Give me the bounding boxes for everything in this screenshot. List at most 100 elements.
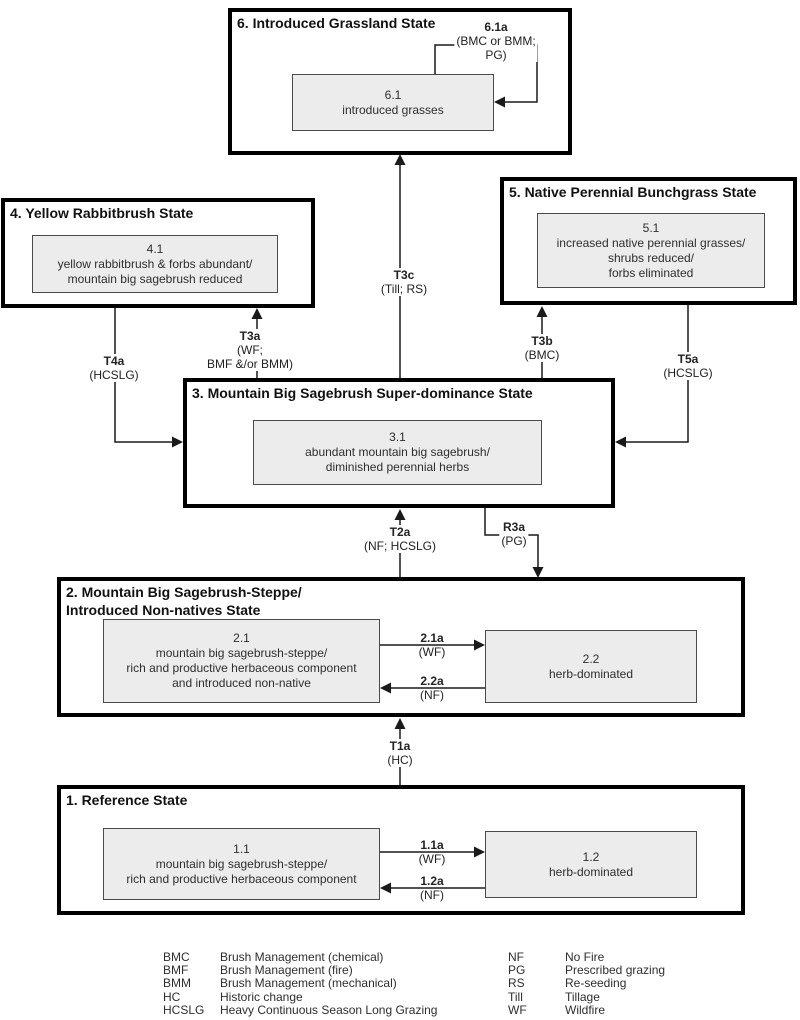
state-title-5: 5. Native Perennial Bunchgrass State: [509, 184, 757, 200]
community-box-2-2: 2.2 herb-dominated: [485, 630, 697, 703]
legend-row: PG Prescribed grazing: [508, 964, 768, 977]
transition-label-1-2a: 1.2a (NF): [420, 874, 444, 902]
community-id-6-1: 6.1: [384, 87, 402, 102]
transition-code: R3a: [502, 520, 525, 534]
legend-def: Brush Management (chemical): [220, 950, 384, 964]
legend-def: Tillage: [565, 989, 600, 1004]
transition-label-1-1a: 1.1a (WF): [419, 838, 446, 866]
transition-code: T4a: [103, 354, 125, 368]
arrow-t5a: [615, 305, 689, 448]
arrow-2-1a: [380, 639, 485, 651]
legend-abbr: BMC: [163, 950, 190, 964]
transition-label-t3a: T3a (WF; BMF &/or BMM): [205, 329, 295, 371]
legend-abbr: PG: [508, 963, 526, 978]
legend-abbr: NF: [508, 950, 524, 964]
transition-label-t1a: T1a (HC): [385, 739, 415, 767]
community-desc-4-1: yellow rabbitbrush & forbs abundant/ mou…: [57, 256, 253, 286]
legend-abbr: WF: [508, 1002, 527, 1017]
legend-row: RS Re-seeding: [508, 977, 768, 990]
transition-cause: (HCSLG): [89, 368, 139, 382]
community-box-6-1: 6.1 introduced grasses: [292, 74, 494, 131]
legend-def: Re-seeding: [565, 976, 627, 991]
transition-label-2-2a: 2.2a (NF): [420, 674, 444, 702]
transition-code: T3a: [239, 329, 261, 343]
legend-def: No Fire: [565, 950, 605, 964]
state-box-4: 4. Yellow Rabbitbrush State 4.1 yellow r…: [1, 198, 315, 308]
legend-abbr: BMF: [163, 963, 189, 978]
legend-row: BMC Brush Management (chemical): [163, 950, 503, 964]
legend-def: Brush Management (fire): [220, 963, 353, 978]
legend-row: WF Wildfire: [508, 1002, 768, 1017]
community-box-3-1: 3.1 abundant mountain big sagebrush/ dim…: [253, 420, 542, 485]
state-box-3: 3. Mountain Big Sagebrush Super-dominanc…: [183, 378, 615, 508]
community-desc-6-1: introduced grasses: [342, 102, 444, 117]
transition-label-6-1a: 6.1a (BMC or BMM; PG): [454, 20, 538, 62]
transition-code: 6.1a: [484, 20, 508, 34]
legend-row: NF No Fire: [508, 950, 768, 964]
transition-cause: (HC): [387, 753, 413, 767]
transition-cause: (PG): [501, 534, 527, 548]
legend-row: HCSLG Heavy Continuous Season Long Grazi…: [163, 1002, 503, 1017]
legend-abbr: HCSLG: [163, 1002, 205, 1017]
legend-abbr: HC: [163, 989, 181, 1004]
legend-def: Brush Management (mechanical): [220, 976, 397, 991]
transition-code: T2a: [389, 525, 411, 539]
transition-label-t5a: T5a (HCSLG): [661, 352, 715, 380]
community-desc-2-1: mountain big sagebrush-steppe/ rich and …: [126, 646, 357, 690]
community-id-2-2: 2.2: [582, 651, 600, 666]
transition-label-t2a: T2a (NF; HCSLG): [362, 525, 438, 553]
transition-label-r3a: R3a (PG): [499, 520, 529, 548]
community-desc-1-2: herb-dominated: [548, 864, 634, 879]
community-box-2-1: 2.1 mountain big sagebrush-steppe/ rich …: [103, 619, 380, 703]
legend-def: Historic change: [220, 989, 303, 1004]
arrow-1-1a: [380, 846, 485, 858]
arrow-2-2a: [380, 682, 485, 694]
community-desc-2-2: herb-dominated: [548, 666, 634, 681]
community-id-2-1: 2.1: [233, 631, 250, 645]
state-title-2: 2. Mountain Big Sagebrush-Steppe/ Introd…: [66, 584, 302, 618]
transition-cause: (Till; RS): [380, 282, 428, 296]
legend-row: BMF Brush Management (fire): [163, 964, 503, 977]
transition-cause: (WF): [418, 645, 446, 659]
legend-def: Prescribed grazing: [565, 963, 666, 978]
legend-abbr: Till: [508, 989, 523, 1004]
transition-cause: (WF; BMF &/or BMM): [207, 343, 293, 371]
arrow-t3c: [394, 154, 406, 378]
legend-abbr: BMM: [163, 976, 191, 991]
transition-code: 1.2a: [420, 874, 444, 888]
community-box-5-1: 5.1 increased native perennial grasses/ …: [537, 213, 765, 288]
transition-code: T5a: [677, 352, 699, 366]
arrow-1-2a: [380, 882, 485, 894]
transition-label-t3c: T3c (Till; RS): [378, 268, 430, 296]
community-id-4-1: 4.1: [146, 241, 164, 256]
legend-def: Wildfire: [565, 1002, 606, 1017]
community-desc-3-1: abundant mountain big sagebrush/ diminis…: [305, 445, 490, 474]
transition-cause: (WF): [418, 852, 446, 866]
transition-code: T3b: [531, 334, 553, 348]
community-id-5-1: 5.1: [642, 220, 660, 235]
community-box-1-2: 1.2 herb-dominated: [485, 831, 697, 898]
transition-cause: (NF): [420, 888, 444, 902]
transition-cause: (NF): [420, 688, 444, 702]
community-id-1-1: 1.1: [233, 841, 250, 856]
transition-cause: (BMC): [524, 348, 560, 362]
transition-label-t3b: T3b (BMC): [522, 334, 562, 362]
legend-row: Till Tillage: [508, 989, 768, 1004]
transition-code: T1a: [389, 739, 411, 753]
transition-cause: (NF; HCSLG): [364, 539, 436, 553]
transition-cause: (BMC or BMM; PG): [456, 34, 536, 62]
community-box-1-1: 1.1 mountain big sagebrush-steppe/ rich …: [103, 828, 380, 900]
legend-right-column: NF No Fire PG Prescribed grazing RS Re-s…: [508, 950, 768, 1017]
legend-row: BMM Brush Management (mechanical): [163, 977, 503, 990]
state-title-3: 3. Mountain Big Sagebrush Super-dominanc…: [192, 385, 533, 401]
legend-row: HC Historic change: [163, 989, 503, 1004]
transition-label-2-1a: 2.1a (WF): [419, 631, 446, 659]
state-title-6: 6. Introduced Grassland State: [237, 15, 436, 31]
transition-cause: (HCSLG): [663, 366, 713, 380]
state-title-1: 1. Reference State: [66, 792, 188, 808]
transition-code: 2.2a: [420, 674, 444, 688]
community-box-4-1: 4.1 yellow rabbitbrush & forbs abundant/…: [32, 235, 278, 293]
community-id-3-1: 3.1: [389, 430, 406, 444]
